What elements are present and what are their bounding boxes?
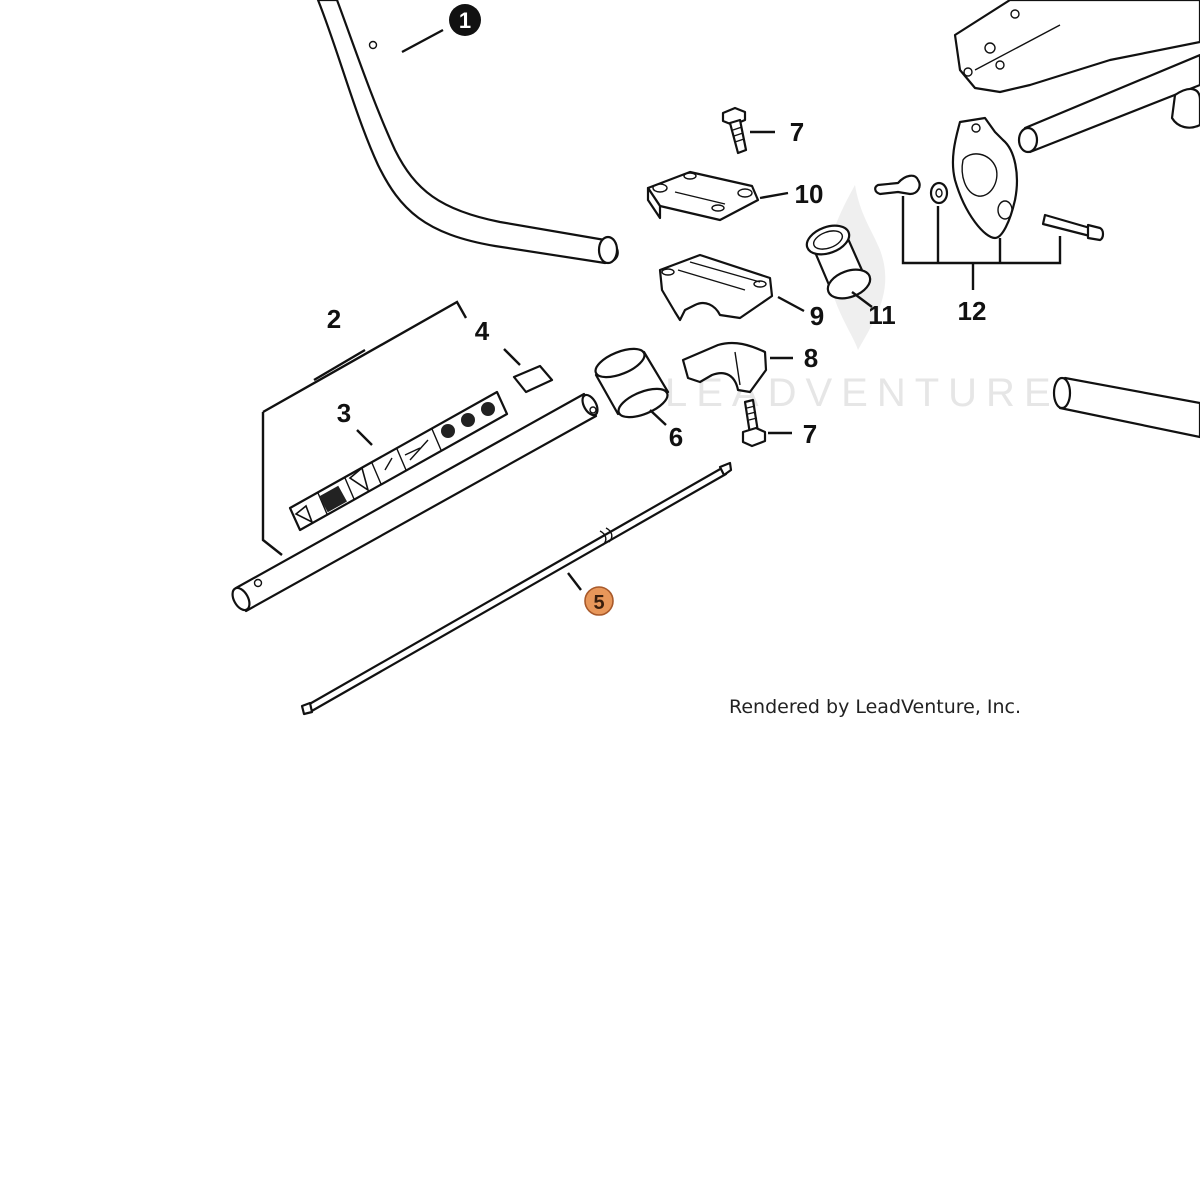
render-credit: Rendered by LeadVenture, Inc. [729, 696, 1021, 718]
callout-5-badge [584, 586, 614, 616]
part-3-warning-decal[interactable] [288, 390, 509, 532]
part-10-upper-clamp[interactable] [646, 170, 760, 222]
callout-bracket-12 [901, 196, 1062, 290]
part-2-shaft-tube[interactable] [229, 392, 601, 613]
part-12-clamp-assembly[interactable] [951, 116, 1018, 240]
part-12-washer[interactable] [929, 181, 949, 205]
callout-2[interactable]: 2 [327, 304, 341, 334]
part-bracket-plate[interactable] [953, 0, 1200, 94]
part-5-drive-shaft[interactable] [300, 461, 733, 716]
part-8-half-clamp[interactable] [681, 341, 768, 394]
callout-bracket-2-3-4 [261, 300, 468, 556]
part-rear-tube[interactable] [1017, 53, 1200, 154]
part-6-sleeve[interactable] [592, 343, 671, 423]
part-4-label[interactable] [512, 364, 554, 394]
callout-3[interactable]: 3 [337, 398, 351, 428]
part-11-bushing[interactable] [803, 220, 874, 303]
callout-4[interactable]: 4 [475, 316, 490, 346]
callout-5-number: 5 [593, 592, 604, 614]
callout-7-upper[interactable]: 7 [790, 117, 804, 147]
callout-11[interactable]: 11 [868, 300, 896, 330]
part-lower-right-tube[interactable] [1052, 376, 1200, 439]
part-9-clamp-block[interactable] [658, 253, 774, 322]
callout-12[interactable]: 12 [958, 296, 987, 326]
callout-1[interactable]: 1 [449, 4, 481, 36]
callout-10[interactable]: 10 [795, 179, 824, 209]
callout-8[interactable]: 8 [804, 343, 818, 373]
part-7-lower-bolt[interactable] [741, 398, 767, 448]
part-12-wing-nut[interactable] [874, 174, 921, 196]
callout-5-highlighted[interactable]: 5 [584, 586, 614, 616]
callout-1-number: 1 [459, 8, 471, 33]
callout-6[interactable]: 6 [669, 422, 683, 452]
part-7-upper-bolt[interactable] [721, 106, 748, 155]
callout-7-lower[interactable]: 7 [803, 419, 817, 449]
part-12-bolt[interactable] [1041, 213, 1105, 242]
callout-9[interactable]: 9 [810, 301, 824, 331]
part-1-handle-bar[interactable] [316, 0, 619, 265]
watermark-text: LEADVENTURE [665, 371, 1060, 415]
leader-lines [356, 28, 873, 591]
